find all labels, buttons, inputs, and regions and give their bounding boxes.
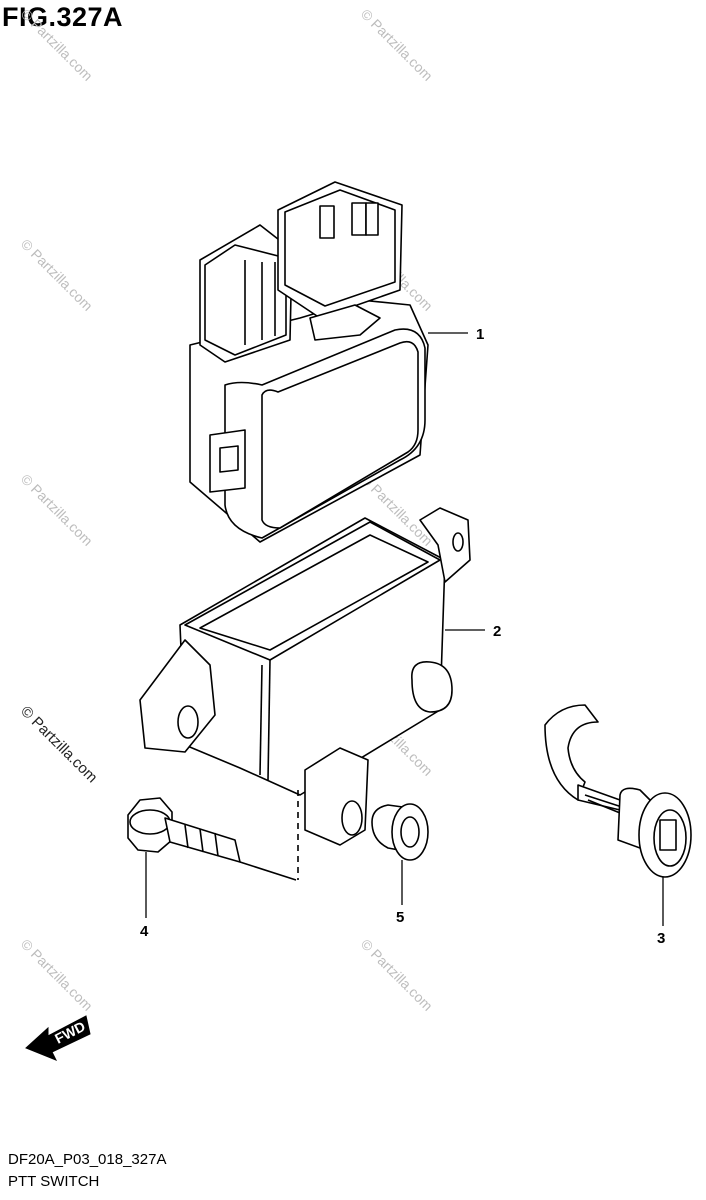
part-5-collar	[371, 803, 429, 861]
watermark: © Partzilla.com	[358, 6, 436, 84]
callout-4: 4	[140, 923, 149, 940]
part-4-bolt	[127, 797, 297, 881]
watermark: © Partzilla.com	[18, 471, 96, 549]
part-1-control-unit	[189, 181, 429, 543]
callout-3: 3	[657, 930, 665, 947]
watermark-dark: © Partzilla.com	[17, 703, 100, 786]
figure-code: DF20A_P03_018_327A	[8, 1151, 167, 1168]
callout-1: 1	[476, 326, 484, 343]
figure-subtitle: PTT SWITCH	[8, 1173, 100, 1190]
figure-title: FIG.327A	[2, 2, 124, 32]
leader-lines	[145, 332, 664, 926]
callout-5: 5	[396, 909, 404, 926]
fwd-arrow-icon: FWD	[25, 1015, 91, 1061]
watermark: © Partzilla.com	[18, 6, 96, 84]
callout-2: 2	[493, 623, 501, 640]
watermark: © Partzilla.com	[18, 936, 96, 1014]
part-3-switch	[544, 704, 692, 878]
part-2-holder	[139, 507, 471, 880]
watermark: © Partzilla.com	[18, 236, 96, 314]
watermark: © Partzilla.com	[358, 936, 436, 1014]
